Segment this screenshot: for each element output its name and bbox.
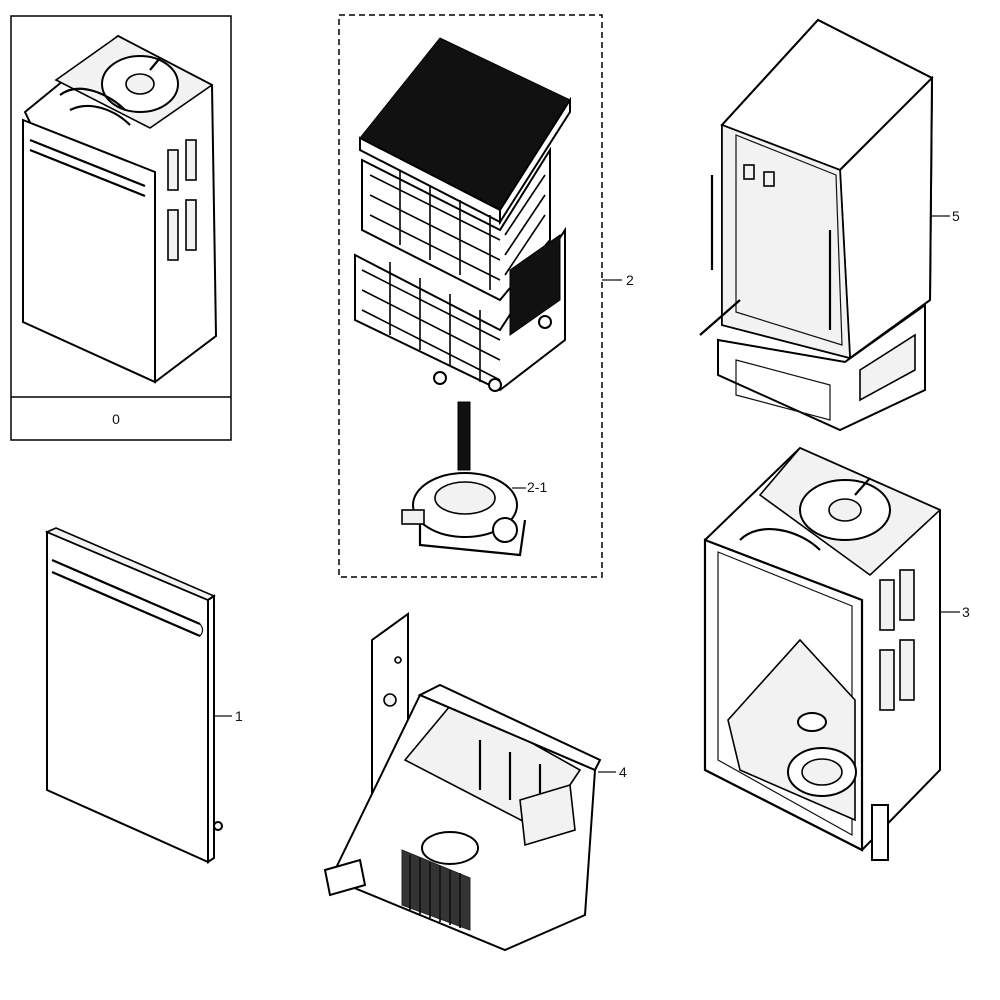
dish-rack-icon	[354, 37, 571, 392]
callout-label-1: 1	[235, 708, 243, 724]
door-panel-icon	[44, 527, 223, 864]
part-3-group: 3	[703, 446, 970, 861]
callout-label-3: 3	[962, 604, 970, 620]
spray-pump-icon	[401, 401, 527, 557]
outer-cabinet-icon	[699, 18, 934, 432]
callout-label-2-1: 2-1	[527, 479, 547, 495]
part-2-dashed-frame	[338, 14, 603, 578]
callout-label-0: 0	[112, 411, 120, 427]
part-0-group: 0	[10, 15, 232, 441]
dishwasher-assembly-icon	[22, 34, 218, 384]
callout-label-2: 2	[626, 272, 634, 288]
part-5-group: 5	[699, 18, 960, 432]
callout-label-4: 4	[619, 764, 627, 780]
part-4-group: 4	[323, 612, 627, 952]
part-1-group: 1	[44, 527, 243, 864]
callout-label-5: 5	[952, 208, 960, 224]
base-frame-icon	[323, 612, 602, 952]
tub-assembly-icon	[703, 446, 942, 861]
part-2-group: 2 2-1	[338, 14, 634, 578]
